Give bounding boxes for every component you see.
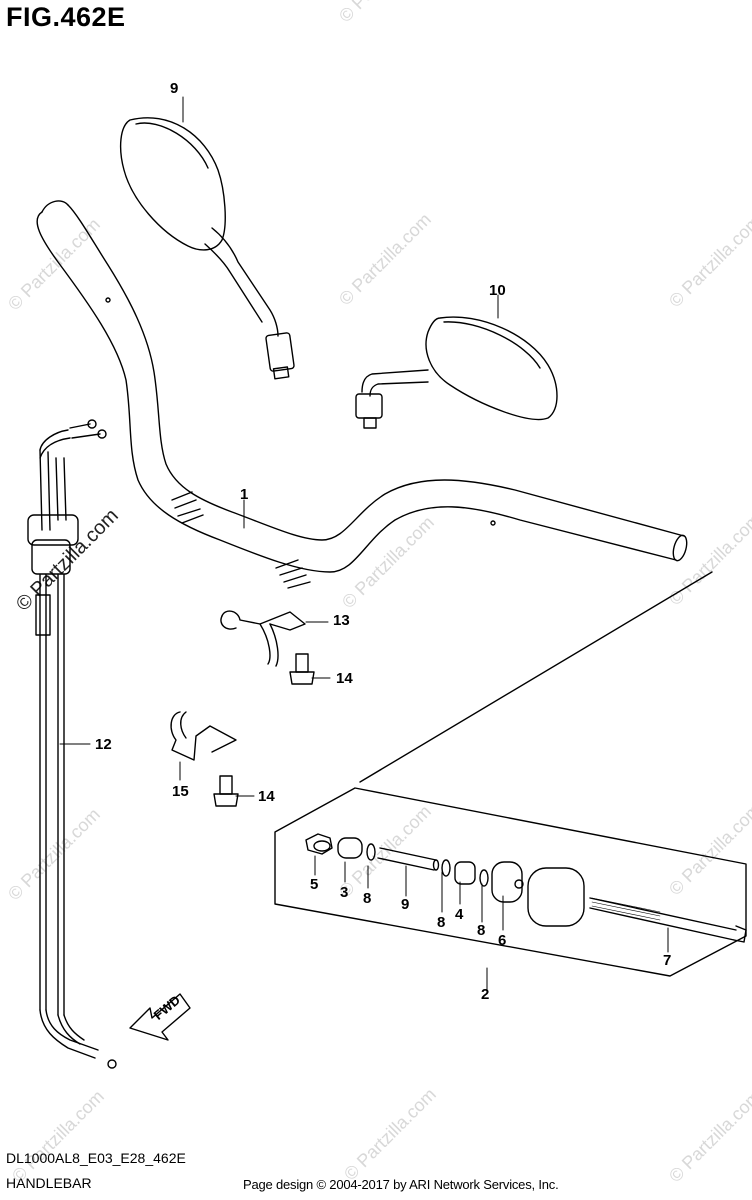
cable-bracket xyxy=(170,711,237,761)
callout-14-upper[interactable]: 14 xyxy=(336,670,353,687)
figure-title: FIG.462E xyxy=(6,2,126,32)
callout-2[interactable]: 2 xyxy=(481,986,490,1003)
callout-3[interactable]: 3 xyxy=(340,884,349,901)
mirror-left xyxy=(119,117,295,380)
callout-11[interactable]: 10 xyxy=(489,282,506,299)
balancer-assembly-frame xyxy=(274,571,747,977)
callout-10[interactable]: 9 xyxy=(170,80,179,97)
throttle-cable xyxy=(27,419,117,1069)
callout-15[interactable]: 15 xyxy=(172,783,189,800)
handlebar xyxy=(36,200,688,589)
page-credit: Page design © 2004-2017 by ARI Network S… xyxy=(243,1177,559,1192)
callout-12[interactable]: 12 xyxy=(95,736,112,753)
bolt-lower xyxy=(213,775,239,807)
fwd-arrow-icon xyxy=(129,993,191,1041)
balancer-parts xyxy=(305,833,747,943)
model-code: DL1000AL8_E03_E28_462E xyxy=(6,1150,186,1166)
callout-9[interactable]: 9 xyxy=(401,896,410,913)
callout-8-first[interactable]: 8 xyxy=(363,890,372,907)
callout-7[interactable]: 7 xyxy=(663,952,672,969)
leader-lines xyxy=(59,96,669,991)
figure-name: HANDLEBAR xyxy=(6,1175,92,1191)
callout-4[interactable]: 4 xyxy=(455,906,464,923)
cable-clamp xyxy=(220,610,306,667)
callout-14-lower[interactable]: 14 xyxy=(258,788,275,805)
callout-8-second[interactable]: 8 xyxy=(437,914,446,931)
callout-8-third[interactable]: 8 xyxy=(477,922,486,939)
mirror-right xyxy=(355,316,558,429)
bolt-upper xyxy=(289,653,315,685)
callout-6[interactable]: 6 xyxy=(498,932,507,949)
callout-1[interactable]: 1 xyxy=(240,486,249,503)
callout-5[interactable]: 5 xyxy=(310,876,319,893)
callout-13[interactable]: 13 xyxy=(333,612,350,629)
